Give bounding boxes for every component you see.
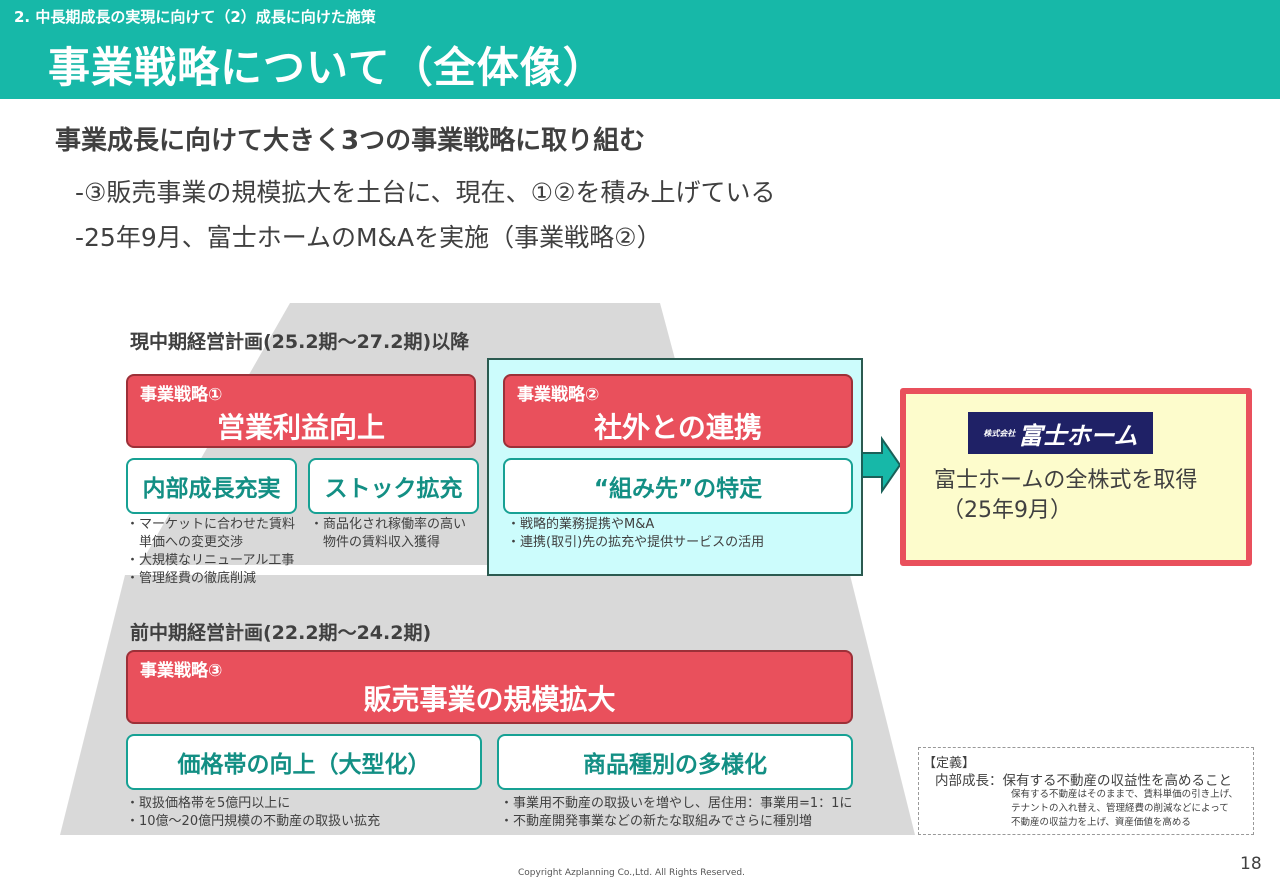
page-number: 18 (1240, 854, 1262, 874)
product-diversification-box: 商品種別の多様化 (497, 734, 853, 790)
note: 不動産の収益力を上げ、資産価値を高める (1011, 817, 1191, 828)
note: ・戦略的業務提携やM&A (507, 517, 655, 532)
internal-growth-box: 内部成長充実 (126, 458, 297, 514)
strategy-1-notes-2: ・商品化され稼働率の高い 物件の賃料収入獲得 (310, 516, 466, 552)
note: ・商品化され稼働率の高い (310, 517, 467, 532)
note: 保有する不動産はそのままで、賃料単価の引き上げ、 (1011, 789, 1238, 800)
acquisition-text: 富士ホームの全株式を取得 (934, 468, 1198, 493)
note: ・管理経費の徹底削減 (126, 571, 257, 586)
note: ・事業用不動産の取扱いを増やし、居住用：事業用=1：1に (500, 796, 853, 811)
lead-text: 事業成長に向けて大きく3つの事業戦略に取り組む (55, 126, 646, 156)
note: ・マーケットに合わせた賃料 (126, 517, 296, 532)
acquisition-date: （25年9月） (942, 498, 1072, 523)
bullet-2: -25年9月、富士ホームのM&Aを実施（事業戦略②） (75, 223, 662, 252)
acquisition-box: 株式会社富士ホーム 富士ホームの全株式を取得 （25年9月） (900, 388, 1252, 566)
note: 単価への変更交渉 (126, 535, 244, 550)
copyright: Copyright Azplanning Co.,Ltd. All Rights… (518, 868, 745, 878)
section-heading: 2. 中長期成長の実現に向けて（2）成長に向けた施策 (14, 8, 376, 26)
strategy-2-notes: ・戦略的業務提携やM&A ・連携(取引)先の拡充や提供サービスの活用 (507, 516, 764, 552)
definition-term: 内部成長：保有する不動産の収益性を高めること (935, 773, 1232, 789)
bullet-1: -③販売事業の規模拡大を土台に、現在、①②を積み上げている (75, 178, 776, 207)
note: ・取扱価格帯を5億円以上に (126, 796, 291, 811)
note: ・連携(取引)先の拡充や提供サービスの活用 (507, 535, 765, 550)
strategy-3-title: 販売事業の規模拡大 (363, 683, 616, 716)
note: ・不動産開発事業などの新たな取組みでさらに種別増 (500, 814, 813, 829)
stock-expansion-box: ストック拡充 (308, 458, 479, 514)
strategy-1-tag: 事業戦略① (140, 385, 223, 405)
fuji-home-logo: 株式会社富士ホーム (968, 412, 1153, 454)
definition-head: 【定義】 (923, 756, 976, 771)
strategy-3-notes-1: ・取扱価格帯を5億円以上に ・10億～20億円規模の不動産の取扱い拡充 (126, 795, 380, 831)
strategy-3-box: 事業戦略③ 販売事業の規模拡大 (126, 650, 853, 724)
strategy-1-box: 事業戦略① 営業利益向上 (126, 374, 476, 448)
price-range-box: 価格帯の向上（大型化） (126, 734, 482, 790)
strategy-1-title: 営業利益向上 (216, 411, 385, 444)
strategy-3-tag: 事業戦略③ (140, 661, 223, 681)
strategy-3-notes-2: ・事業用不動産の取扱いを増やし、居住用：事業用=1：1に ・不動産開発事業などの… (500, 795, 852, 831)
strategy-1-notes-1: ・マーケットに合わせた賃料 単価への変更交渉 ・大規模なリニューアル工事 ・管理… (126, 516, 295, 588)
note: ・大規模なリニューアル工事 (126, 553, 295, 568)
page-title: 事業戦略について（全体像） (48, 43, 606, 92)
note: ・10億～20億円規模の不動産の取扱い拡充 (126, 814, 381, 829)
strategy-2-tag: 事業戦略② (517, 385, 600, 405)
definition-lines: 保有する不動産はそのままで、賃料単価の引き上げ、 テナントの入れ替え、管理経費の… (1011, 788, 1238, 830)
header-bar (0, 0, 1280, 99)
strategy-2-title: 社外との連携 (594, 411, 762, 444)
current-plan-label: 現中期経営計画(25.2期～27.2期)以降 (130, 331, 470, 353)
previous-plan-label: 前中期経営計画(22.2期～24.2期) (130, 622, 432, 644)
note: 物件の賃料収入獲得 (310, 535, 441, 550)
strategy-2-box: 事業戦略② 社外との連携 (503, 374, 853, 448)
arrow-right-icon (861, 436, 902, 494)
definition-box: 【定義】 内部成長：保有する不動産の収益性を高めること 保有する不動産はそのまま… (918, 747, 1254, 835)
note: テナントの入れ替え、管理経費の削減などによって (1011, 803, 1229, 814)
partner-identification-box: “組み先”の特定 (503, 458, 853, 514)
